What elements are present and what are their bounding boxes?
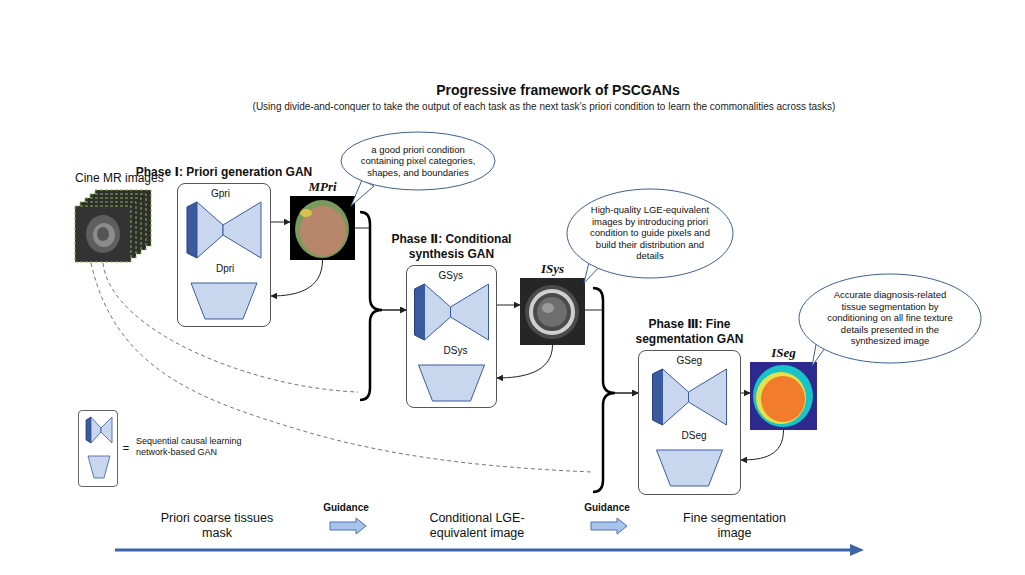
gan-box: Phase Ⅰ: Priori generation GANGpriDpri bbox=[177, 183, 271, 327]
legend-text: Sequential causal learning network-based… bbox=[136, 436, 261, 458]
gan-box: Phase Ⅱ: Conditional synthesis GANGSysDS… bbox=[406, 265, 497, 408]
callout-outline bbox=[567, 189, 733, 278]
callout-text: a good priori condition containing pixel… bbox=[360, 144, 475, 179]
mask-image bbox=[290, 196, 355, 260]
phase-heading: Phase Ⅲ: Fine segmentation GAN bbox=[620, 317, 760, 347]
segmentation-image bbox=[750, 362, 817, 430]
connector bbox=[741, 393, 750, 394]
discriminator-label: Dpri bbox=[216, 263, 234, 275]
phase-heading: Phase Ⅱ: Conditional synthesis GAN bbox=[377, 232, 527, 262]
callout-text-holder: High-quality LGE-equivalent images by in… bbox=[588, 204, 712, 262]
callout-text-holder: Accurate diagnosis-related tissue segmen… bbox=[822, 289, 958, 347]
callout-bubble: High-quality LGE-equivalent images by in… bbox=[566, 188, 734, 279]
connector-line bbox=[271, 222, 290, 223]
stage-label: Priori coarse tissues mask bbox=[152, 511, 282, 541]
block-arrow bbox=[591, 518, 627, 534]
connector-line bbox=[585, 310, 602, 311]
connector bbox=[103, 263, 406, 392]
connector-line bbox=[355, 228, 369, 229]
connector bbox=[497, 305, 520, 306]
subtitle: (Using divide-and-conquer to take the ou… bbox=[94, 101, 994, 113]
legend-sample bbox=[78, 410, 118, 487]
stage-label: Fine segmentation image bbox=[672, 511, 797, 541]
callout-bubble: a good priori condition containing pixel… bbox=[340, 131, 496, 191]
connector bbox=[271, 260, 323, 296]
image-label: ISeg bbox=[771, 346, 796, 360]
equals-sign: = bbox=[119, 442, 133, 455]
callout-outline bbox=[799, 274, 981, 363]
brace bbox=[360, 212, 382, 400]
dashed-connector bbox=[91, 263, 592, 472]
image-node: MPri bbox=[290, 196, 355, 260]
title: Progressive framework of PSCGANs bbox=[258, 82, 858, 99]
gan-box: Phase Ⅲ: Fine segmentation GANGSegDSeg bbox=[638, 350, 741, 495]
stage-label: Conditional LGE-equivalent image bbox=[421, 511, 533, 541]
connector-line bbox=[271, 260, 323, 296]
image-label: MPri bbox=[308, 180, 336, 194]
guidance-label: Guidance bbox=[316, 502, 376, 514]
discriminator-label: DSys bbox=[444, 345, 468, 357]
brace bbox=[593, 288, 615, 492]
connector bbox=[91, 263, 638, 472]
phase-heading: Phase Ⅰ: Priori generation GAN bbox=[124, 165, 324, 180]
timeline-arrow bbox=[115, 549, 852, 552]
connector-line bbox=[497, 345, 553, 378]
timeline-arrowhead bbox=[850, 544, 864, 556]
gan-icon bbox=[653, 369, 727, 486]
generator-label: GSeg bbox=[677, 355, 703, 367]
generator-label: GSys bbox=[439, 270, 463, 282]
image-label: ISys bbox=[541, 262, 564, 276]
connector-line bbox=[741, 393, 750, 394]
block-arrow bbox=[330, 518, 366, 534]
image-node: ISeg bbox=[750, 362, 817, 430]
connector-line bbox=[615, 393, 638, 394]
dashed-connector bbox=[103, 263, 358, 392]
connector-line bbox=[497, 305, 520, 306]
connector-line bbox=[382, 310, 406, 311]
connector bbox=[271, 222, 290, 223]
image-node: Cine MR images bbox=[75, 190, 155, 263]
cine-stack bbox=[75, 190, 151, 262]
guidance-label: Guidance bbox=[577, 502, 637, 514]
connector bbox=[741, 430, 784, 460]
generator-label: Gpri bbox=[211, 188, 230, 200]
synthesized-image bbox=[520, 278, 585, 345]
connector bbox=[497, 345, 553, 378]
legend-icon bbox=[86, 417, 112, 478]
callout-outline bbox=[341, 132, 495, 190]
connector-line bbox=[382, 310, 406, 311]
gan-icon bbox=[187, 202, 261, 319]
image-node: ISys bbox=[520, 278, 585, 345]
callout-text-holder: a good priori condition containing pixel… bbox=[360, 144, 475, 179]
callout-text: High-quality LGE-equivalent images by in… bbox=[588, 204, 712, 262]
connector-line bbox=[615, 393, 638, 394]
callout-text: Accurate diagnosis-related tissue segmen… bbox=[822, 289, 958, 347]
callout-bubble: Accurate diagnosis-related tissue segmen… bbox=[798, 273, 982, 364]
discriminator-label: DSeg bbox=[682, 430, 707, 442]
connector bbox=[585, 310, 638, 393]
connector-line bbox=[741, 430, 784, 460]
gan-icon bbox=[415, 284, 489, 401]
